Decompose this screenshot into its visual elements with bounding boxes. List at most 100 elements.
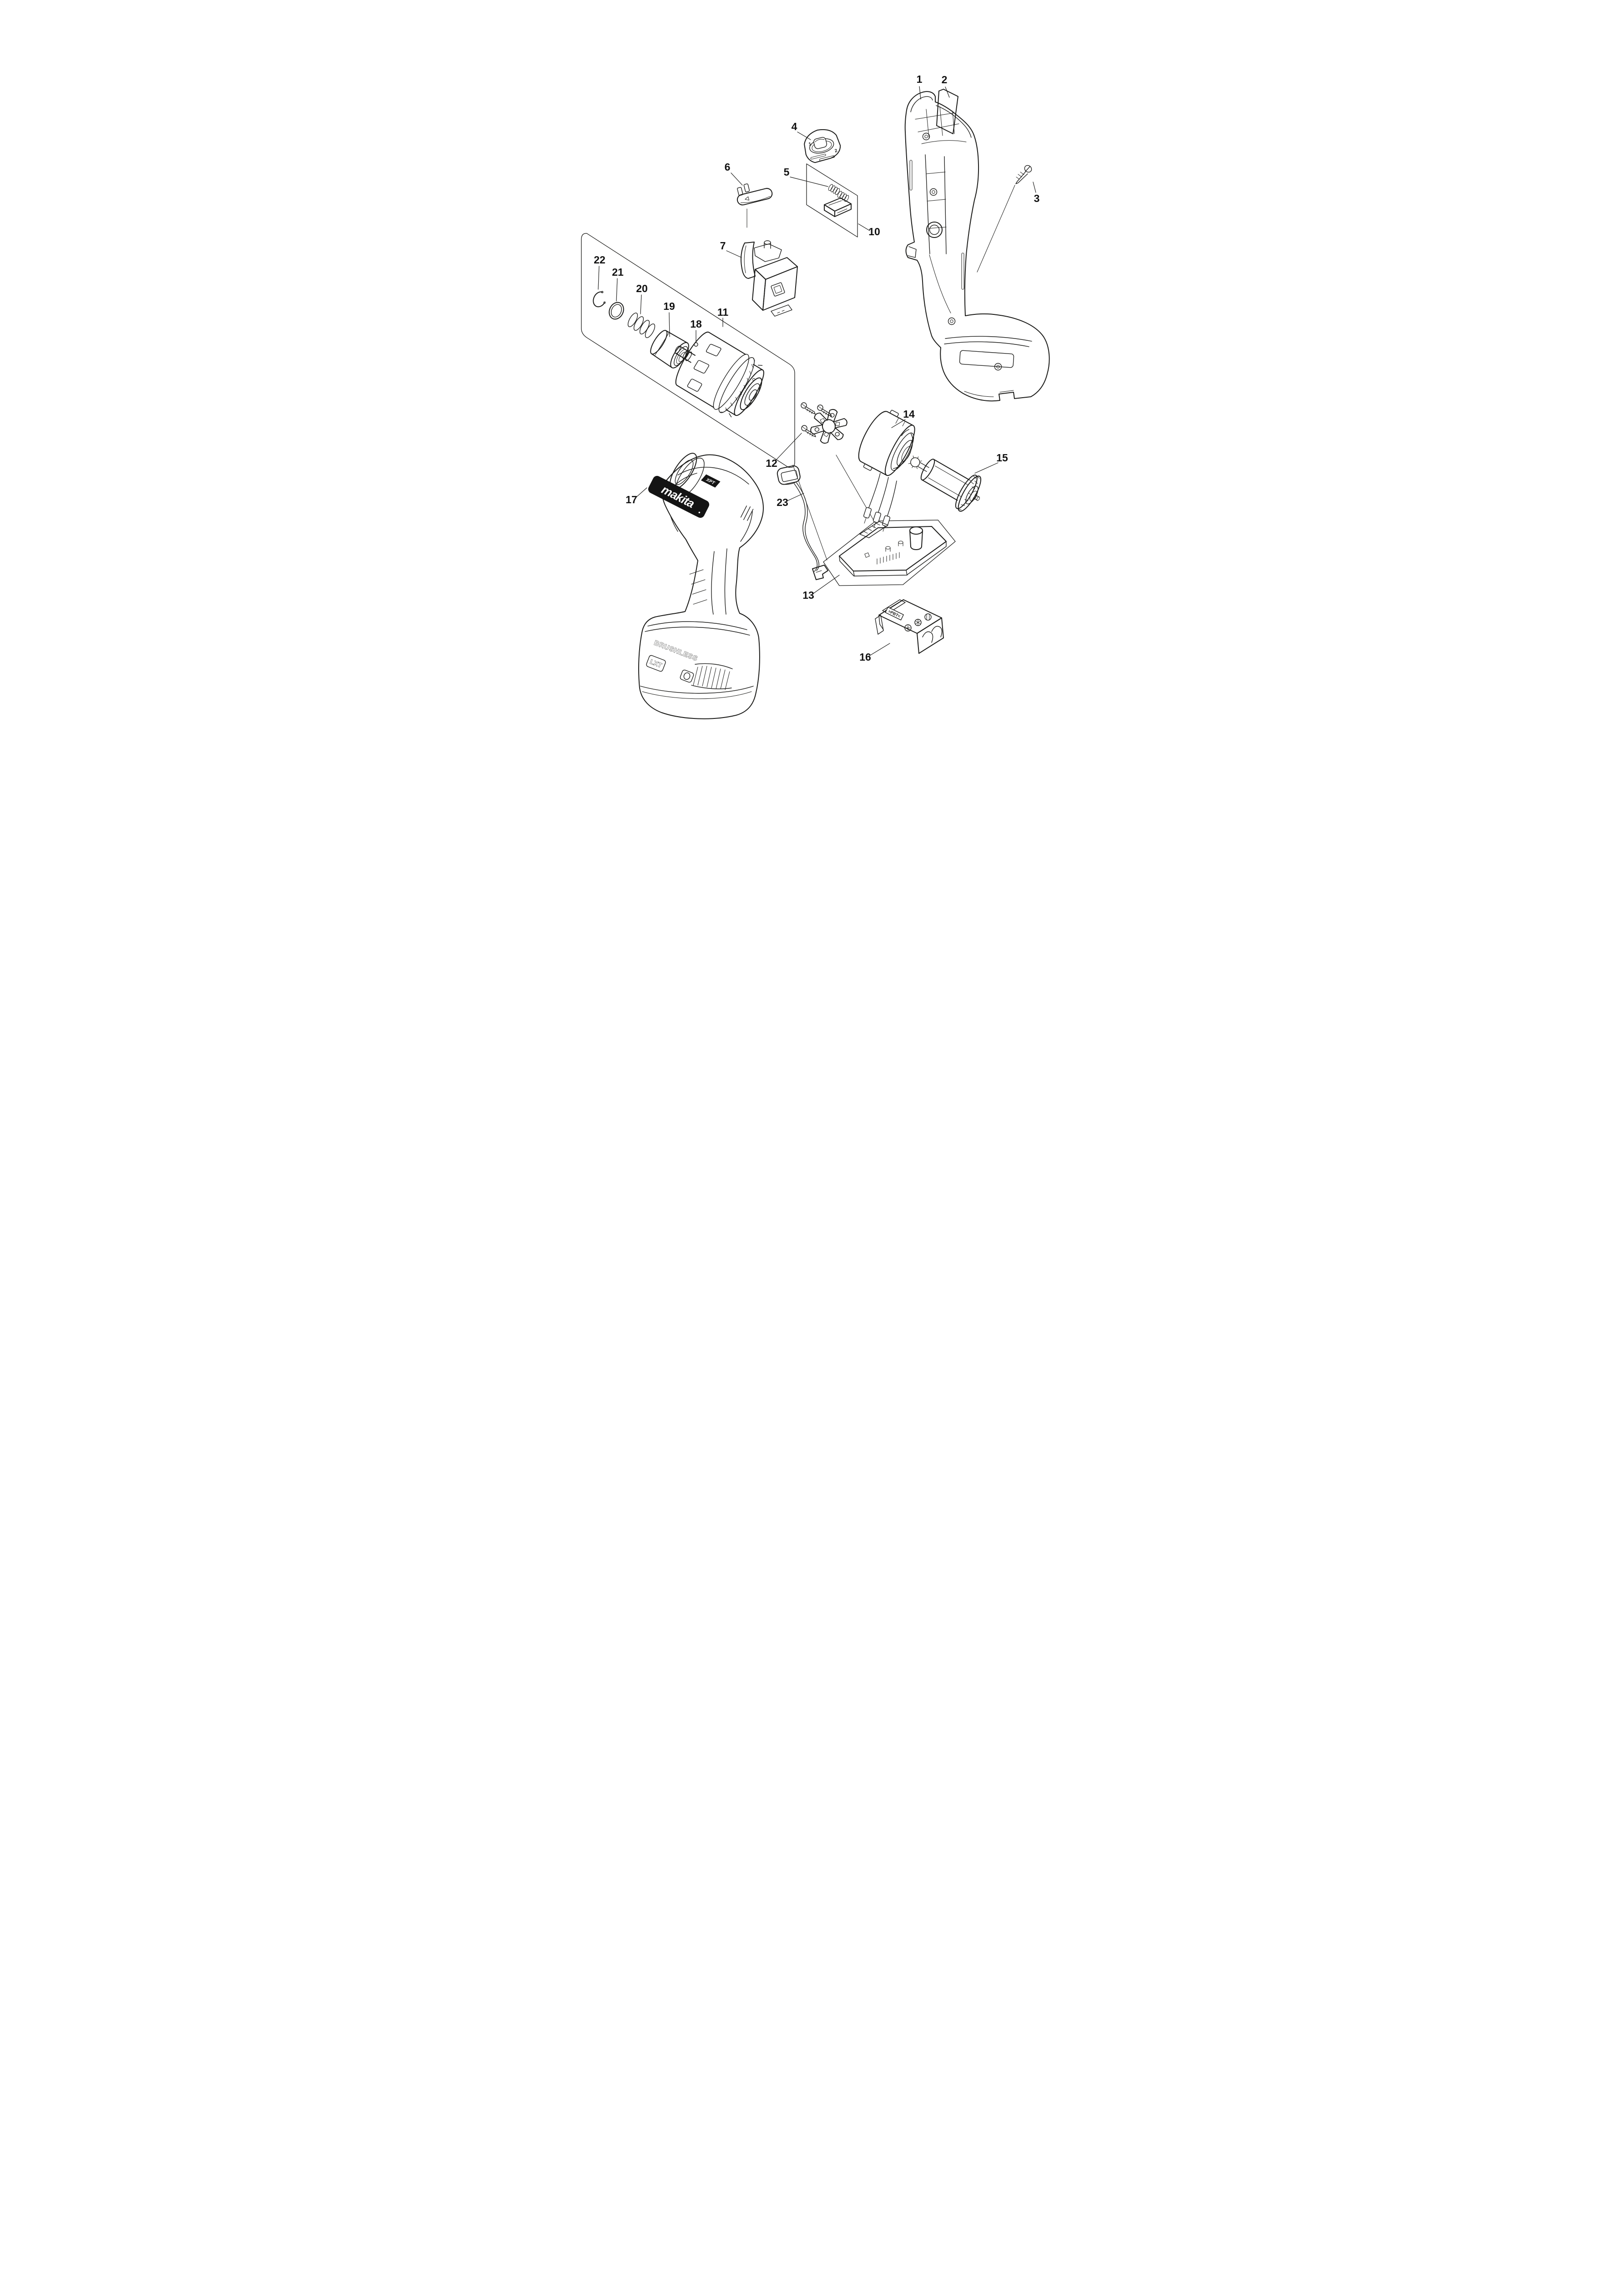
label-4: 4: [792, 121, 811, 140]
guide-line-screw-to-housing: [977, 185, 1015, 273]
part-13-controller: [839, 521, 947, 576]
label-10: 10: [858, 223, 880, 238]
svg-text:4: 4: [792, 121, 797, 132]
led-wire-1: [794, 483, 818, 572]
housing-trigger-notch: [908, 246, 917, 258]
controller-connector: [859, 521, 888, 538]
housing-pivot-tube-bore: [929, 224, 940, 235]
housing-inner-rim-2: [936, 105, 972, 138]
battery-hatch: [691, 663, 733, 690]
part-6-reversing-lever: [736, 183, 773, 228]
label-21: 21: [612, 266, 624, 302]
part-14-stator: [858, 410, 915, 532]
svg-text:15: 15: [996, 452, 1008, 464]
svg-text:5: 5: [784, 166, 790, 178]
led-wire-2: [796, 482, 819, 571]
label-1: 1: [917, 73, 923, 100]
bracket-star-plate: [810, 409, 847, 444]
label-18: 18: [690, 318, 702, 342]
group-box-10: [806, 163, 858, 238]
svg-text:11: 11: [717, 306, 729, 318]
switch-pivot-knob: [764, 240, 771, 245]
svg-text:16: 16: [859, 651, 871, 663]
label-6: 6: [725, 161, 743, 186]
spring-b: [837, 191, 849, 202]
housing-vent-slot-right: [961, 253, 964, 290]
led-connector: [812, 565, 828, 580]
speed-mark-2: 2: [834, 148, 838, 154]
lxt-badge: LXT: [646, 655, 666, 672]
bracket-screw-1: [801, 402, 816, 415]
svg-text:17: 17: [625, 494, 637, 506]
part-11-gear-assembly: [675, 331, 764, 418]
part-23-led-circuit: [777, 465, 828, 580]
switch-window: [771, 282, 785, 297]
label-15: 15: [974, 452, 1008, 474]
slash-circle-icon: [924, 613, 932, 621]
svg-text:21: 21: [612, 266, 624, 278]
svg-text:18: 18: [690, 318, 702, 330]
svg-text:22: 22: [594, 254, 605, 266]
housing-handle-ribs: [925, 154, 951, 313]
housing-screw-bosses: [922, 132, 1002, 371]
svg-text:1: 1: [917, 73, 923, 85]
part-21-flat-washer: [609, 302, 624, 320]
xpt-badge: XPT: [701, 474, 721, 488]
brushless-text: BRUSHLESS: [653, 639, 699, 662]
label-23: 23: [777, 493, 804, 508]
diagram-page: 1 2: [541, 0, 1083, 766]
spring-a: [828, 184, 840, 195]
label-16: 16: [859, 643, 890, 663]
label-12: 12: [766, 433, 802, 469]
part-2-name-plate: [936, 89, 958, 134]
part-7-switch: [741, 240, 798, 317]
switch-body-top: [755, 257, 798, 280]
label-5: 5: [784, 166, 828, 187]
svg-text:2: 2: [942, 74, 948, 86]
part-labels: 1 2 3 4 5 6 7 10 11 12 13 14 15 16 17 18…: [594, 73, 1039, 663]
switch-pivot-plate: [754, 243, 782, 262]
housing-inner-rim: [910, 96, 933, 112]
switch-connector: [771, 304, 792, 317]
battery-button: [680, 669, 694, 683]
label-20: 20: [636, 283, 648, 314]
controller-capacitor: [909, 526, 923, 550]
drill-trigger-edge: [670, 516, 678, 532]
exploded-parts-diagram: 1 2: [581, 73, 1050, 719]
brushless-text-group: BRUSHLESS: [653, 639, 699, 663]
part-12-bracket-set: [801, 402, 847, 444]
housing-pivot-tube: [926, 222, 943, 238]
part-5-springs: [828, 184, 849, 202]
label-19: 19: [663, 300, 675, 337]
terminal-slot-1: [922, 631, 933, 643]
switch-body-right: [762, 266, 798, 311]
label-14: 14: [891, 408, 915, 428]
housing-vent-slot-left: [909, 160, 913, 191]
speed-mark-1: 1: [808, 142, 812, 147]
drill-grip-ribs: [689, 569, 707, 605]
part-22-snap-ring: [593, 291, 606, 308]
makita-badge: makita: [648, 475, 710, 518]
svg-text:19: 19: [663, 300, 675, 312]
asterisk-circle-icon: [914, 619, 922, 626]
svg-text:14: 14: [903, 408, 915, 420]
label-17: 17: [625, 487, 647, 506]
stator-lead-wires: [863, 473, 897, 532]
speed-slider-knob: [813, 137, 827, 149]
controller-pins: [877, 552, 900, 565]
part-3-tapping-screw: [1015, 165, 1032, 184]
housing-foot-rails: [944, 336, 1032, 397]
part-1-housing-half: [904, 91, 1050, 402]
lxt-text: LXT: [649, 658, 663, 669]
label-11: 11: [717, 306, 729, 327]
label-2: 2: [942, 74, 950, 98]
label-3: 3: [1033, 182, 1039, 204]
label-22: 22: [594, 254, 605, 290]
terminal-foot: [875, 615, 884, 635]
part-17-drill-body: makita XPT BRUSHLESS LXT: [638, 453, 764, 719]
part-4-speed-switch-plate: 1 2: [804, 129, 841, 163]
svg-text:3: 3: [1034, 192, 1040, 204]
svg-text:10: 10: [868, 226, 880, 238]
part-20-compression-spring: [627, 313, 656, 338]
part-15-rotor: [908, 455, 982, 512]
